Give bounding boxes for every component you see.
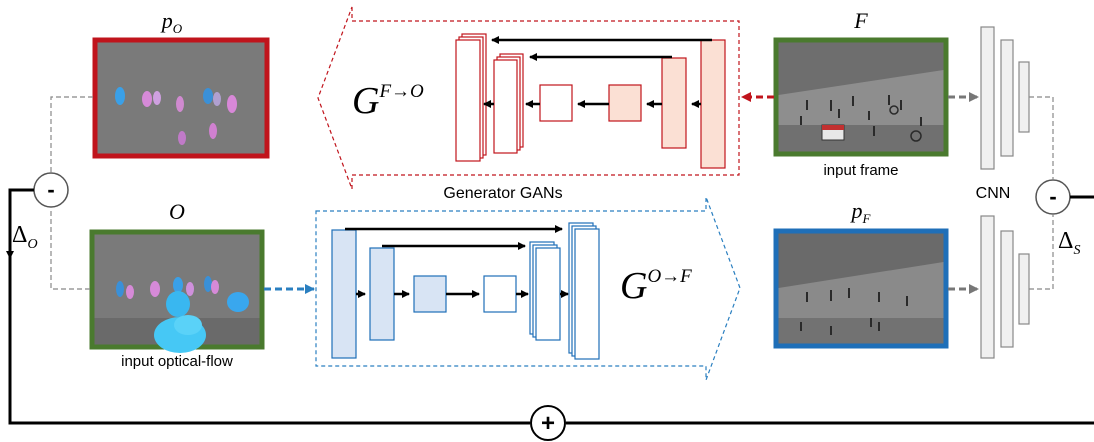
plus-node [530, 405, 566, 441]
p-o-panel [92, 37, 270, 159]
p-f-panel [773, 228, 949, 349]
cnn-bottom-to-minus-line [1029, 215, 1054, 290]
generator-o-to-f-arrows [345, 225, 569, 298]
o-to-minus-line [50, 208, 90, 290]
f-panel [773, 37, 949, 157]
generator-f-to-o-outline [317, 6, 740, 190]
cnn-bottom [980, 215, 1030, 359]
input-optical-flow-caption: input optical-flow [121, 353, 233, 370]
generator-o-to-f-outline [315, 196, 741, 381]
f-label: F [853, 8, 868, 33]
o-label: O [169, 199, 185, 224]
minus-sign-left: - [47, 177, 54, 202]
input-frame-caption: input frame [823, 162, 898, 179]
po-to-minus-line [50, 96, 93, 172]
generator-o-to-f-blocks [331, 222, 600, 360]
o-flow-blobs [116, 276, 249, 353]
generator-f-to-o-label: GF→O [352, 80, 424, 122]
generator-o-to-f-label: GO→F [620, 265, 692, 307]
cnn-top-to-minus-line [1029, 96, 1054, 179]
o-panel [89, 229, 265, 353]
p-o-label: pO [160, 8, 183, 36]
delta-s-label: ΔS [1058, 228, 1080, 258]
cnn-label: CNN [976, 185, 1011, 202]
delta-o-label: ΔO [12, 222, 38, 252]
plus-sign: + [541, 410, 555, 437]
generator-gans-caption: Generator GANs [443, 185, 562, 202]
delta-o-loop-line [8, 188, 530, 425]
generator-f-to-o-arrows [483, 36, 712, 108]
generator-f-to-o-blocks [455, 33, 726, 169]
cnn-top [980, 26, 1030, 170]
p-f-label: pF [850, 198, 872, 226]
p-o-flow-blobs [115, 87, 237, 145]
minus-sign-right: - [1049, 184, 1056, 209]
